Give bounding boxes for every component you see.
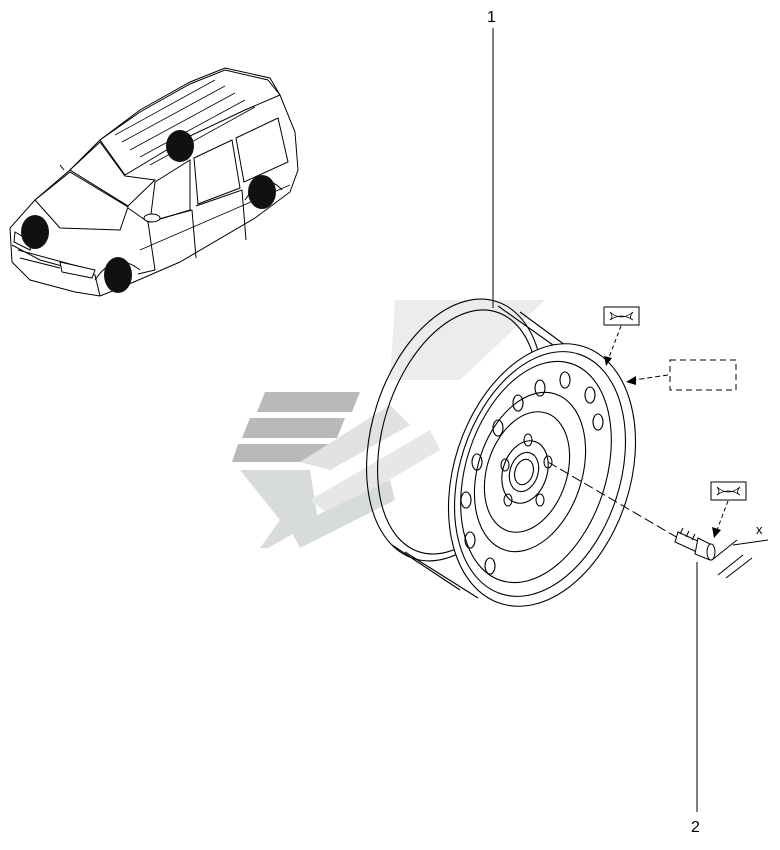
callout-bolt-number: 2 [691, 819, 700, 836]
bolt-length-dimension: x [711, 522, 769, 579]
callout-wheel-number: 1 [487, 9, 496, 26]
reference-label-top [603, 306, 640, 366]
marker-rear-wheel [248, 175, 276, 209]
dimension-label: x [756, 522, 763, 537]
car-position-markers [21, 130, 276, 293]
reference-label-bolt [710, 481, 747, 538]
reference-label-dashed [626, 359, 737, 391]
callout-wheel: 1 [487, 9, 496, 308]
callout-bolt: 2 [691, 562, 700, 836]
bolt-axis-line [547, 461, 679, 539]
car-illustration [9, 67, 299, 297]
marker-front-left [21, 215, 49, 249]
marker-roof [166, 130, 194, 162]
wheel-bolt [674, 527, 716, 561]
steel-wheel-rim [366, 298, 637, 607]
marker-front-wheel [104, 257, 132, 293]
